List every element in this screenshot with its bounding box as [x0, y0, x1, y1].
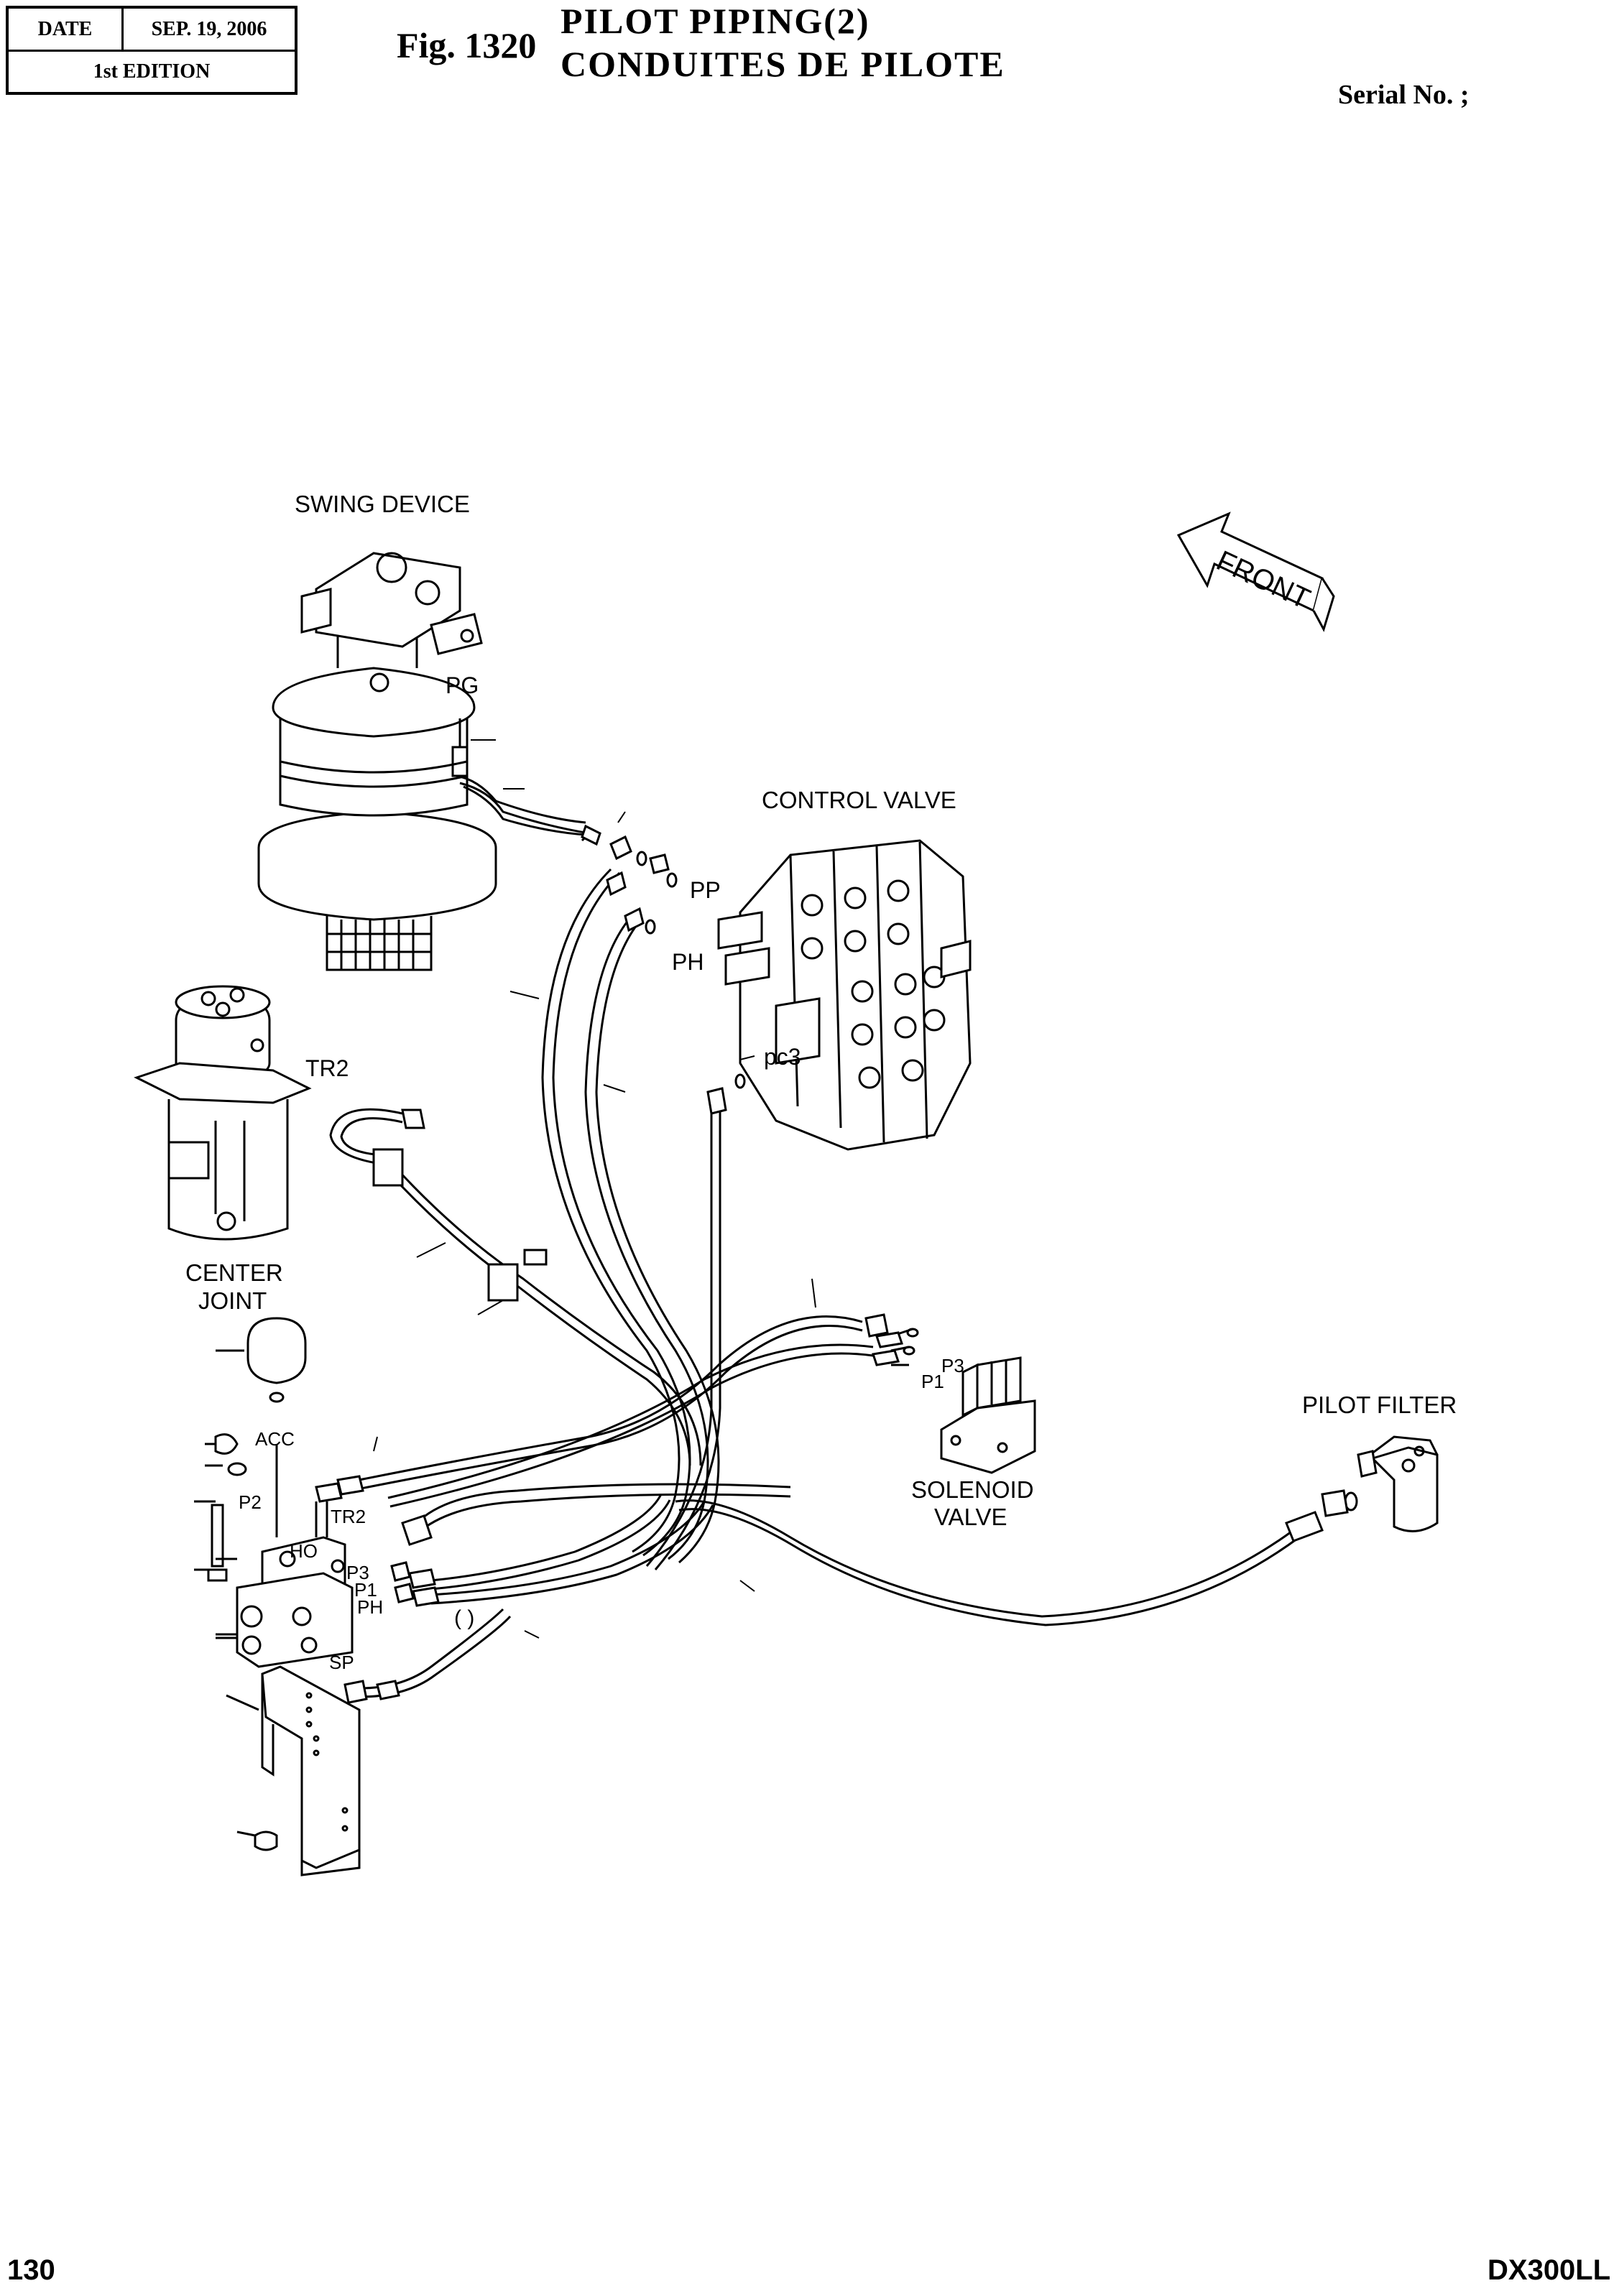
- tr2-port-label: TR2: [305, 1055, 349, 1081]
- leader-lines: [373, 811, 816, 1639]
- p3-solenoid-label: P3: [941, 1355, 964, 1376]
- date-label: DATE: [9, 9, 124, 50]
- title-french: CONDUITES DE PILOTE: [561, 44, 1005, 84]
- center-joint: [134, 985, 312, 1241]
- pc3-port-label: pc3: [764, 1044, 801, 1070]
- p1-solenoid-label: P1: [921, 1371, 944, 1392]
- solenoid-valve-label-1: SOLENOID: [911, 1476, 1034, 1503]
- mounting-bracket: [216, 1637, 361, 1876]
- p1-block-label: P1: [354, 1579, 377, 1601]
- date-value: SEP. 19, 2006: [151, 17, 267, 40]
- center-joint-label-2: JOINT: [198, 1287, 267, 1314]
- swing-device: [257, 552, 497, 971]
- tr2-block-label: TR2: [331, 1506, 366, 1527]
- pilot-filter-label: PILOT FILTER: [1302, 1392, 1457, 1418]
- control-valve-label: CONTROL VALVE: [762, 787, 956, 813]
- pp-port-label: PP: [690, 877, 721, 903]
- acc-label: ACC: [255, 1428, 295, 1450]
- title-english: PILOT PIPING(2): [561, 1, 870, 41]
- center-joint-label-1: CENTER: [185, 1259, 283, 1286]
- paren-label: ( ): [454, 1606, 474, 1630]
- date-row: DATE SEP. 19, 2006: [9, 9, 295, 52]
- ph-block-label: PH: [357, 1596, 383, 1618]
- accumulator: [194, 1317, 307, 1582]
- p3-block-label: P3: [346, 1562, 369, 1583]
- model-name: DX300LL: [1487, 2254, 1611, 2286]
- figure-number: Fig. 1320: [397, 25, 537, 65]
- solenoid-valve: [872, 1328, 1036, 1474]
- sp-label: SP: [329, 1652, 354, 1673]
- front-arrow: FRONT: [1176, 511, 1335, 632]
- pilot-filter: [1321, 1435, 1439, 1532]
- serial-number: Serial No. ;: [1338, 80, 1470, 110]
- hoses: [315, 776, 1324, 1704]
- pilot-block: [216, 1501, 354, 1668]
- p2-label: P2: [239, 1491, 262, 1513]
- control-valve: [717, 839, 972, 1151]
- pg-port-label: PG: [446, 672, 479, 698]
- ph-port-label: PH: [672, 949, 704, 975]
- edition-label: 1st EDITION: [93, 60, 211, 83]
- date-edition-box: DATE SEP. 19, 2006 1st EDITION: [6, 6, 297, 95]
- ho-label: HO: [290, 1540, 318, 1562]
- page-number: 130: [7, 2254, 55, 2286]
- swing-device-label: SWING DEVICE: [295, 491, 470, 517]
- solenoid-valve-label-2: VALVE: [934, 1504, 1007, 1530]
